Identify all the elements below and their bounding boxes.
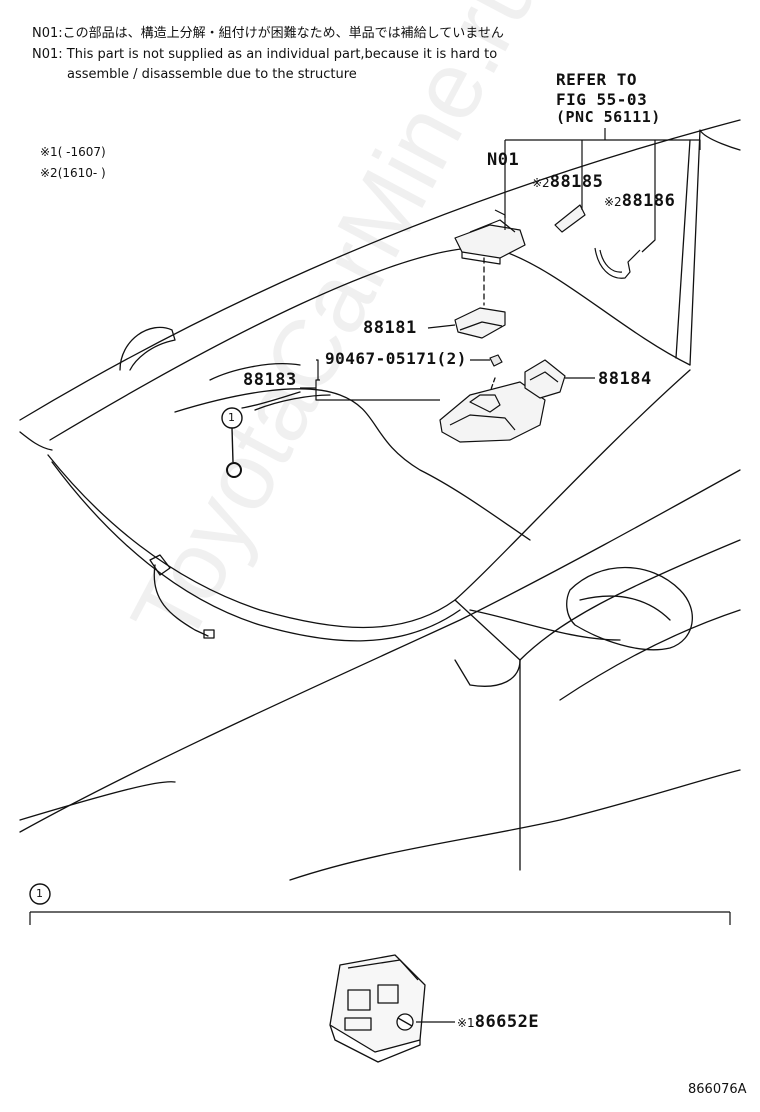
mirror-right <box>566 566 693 651</box>
refer-to-line2: FIG 55-03 <box>556 90 648 109</box>
callout-number-top: 1 <box>228 411 235 424</box>
roof-line <box>19 119 741 421</box>
label-88185-mark: ※2 <box>532 176 550 190</box>
label-88186-mark: ※2 <box>604 195 622 209</box>
note-japanese: N01:この部品は、構造上分解・組付けが困難なため、単品では補給していません <box>32 26 504 41</box>
bolt-90467 <box>489 354 503 367</box>
dashboard-top <box>174 388 531 541</box>
cover-88185 <box>554 204 586 233</box>
part-88183 <box>439 381 546 443</box>
cable-88186 <box>594 247 641 279</box>
label-88185[interactable]: 88185 <box>549 172 604 192</box>
label-88184[interactable]: 88184 <box>598 369 652 389</box>
part-88184 <box>524 359 566 399</box>
refer-to-line1: REFER TO <box>556 70 638 89</box>
harness-cable <box>153 564 209 637</box>
figure-id: 866076A <box>688 1082 747 1097</box>
windshield-lower-edge <box>47 369 691 629</box>
hood-line <box>19 469 741 833</box>
label-88186[interactable]: 88186 <box>621 191 676 211</box>
n01-bracket <box>454 209 526 265</box>
mirror-left <box>119 326 176 371</box>
label-90467-05171[interactable]: 90467-05171(2) <box>325 349 467 368</box>
legend-item-1: ※1( -1607) <box>40 145 106 159</box>
a-pillar <box>689 129 741 366</box>
callout-circle-bottom <box>29 883 51 905</box>
legend-item-2: ※2(1610- ) <box>40 166 106 180</box>
note-english-line1: N01: This part is not supplied as an ind… <box>32 47 498 62</box>
label-86652e-mark: ※1 <box>457 1016 475 1030</box>
label-n01[interactable]: N01 <box>487 150 520 170</box>
note-english-line2: assemble / disassemble due to the struct… <box>67 67 357 82</box>
part-88181 <box>454 307 506 339</box>
label-88181[interactable]: 88181 <box>363 318 417 338</box>
label-86652e[interactable]: 86652E <box>474 1012 540 1032</box>
label-88183[interactable]: 88183 <box>243 370 297 390</box>
rain-sensor-86652e <box>329 954 455 1063</box>
callout-number-bottom: 1 <box>36 887 43 900</box>
callout-marker <box>226 462 242 478</box>
windshield-top-edge <box>49 247 691 441</box>
refer-to-line3: (PNC 56111) <box>556 108 661 126</box>
